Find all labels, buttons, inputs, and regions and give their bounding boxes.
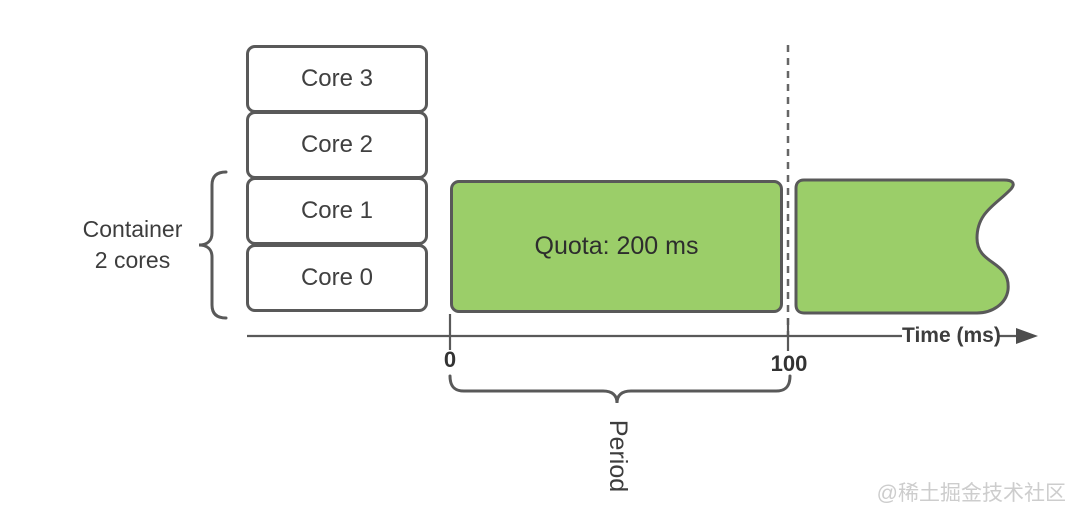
quota-box: Quota: 200 ms [450, 180, 783, 313]
tick-label-0: 0 [443, 347, 457, 372]
container-cores-label-line1: Container [82, 216, 183, 242]
time-axis-label: Time (ms) [902, 324, 1001, 347]
period-brace [448, 374, 792, 404]
core-box-3: Core 3 [246, 45, 428, 113]
tick-label-100: 100 [770, 351, 808, 376]
watermark: @稀土掘金技术社区 [876, 482, 1066, 505]
next-period-quota-shape [794, 178, 1015, 315]
container-cores-label: Container 2 cores [55, 214, 210, 276]
core-box-2: Core 2 [246, 111, 428, 179]
time-axis-arrowhead-icon [1016, 328, 1038, 344]
core-box-1: Core 1 [246, 177, 428, 245]
container-cores-label-line2: 2 cores [94, 247, 171, 273]
core-box-0: Core 0 [246, 244, 428, 312]
quota-label: Quota: 200 ms [534, 232, 699, 260]
container-cores-brace [198, 170, 228, 320]
period-label: Period [604, 419, 632, 493]
